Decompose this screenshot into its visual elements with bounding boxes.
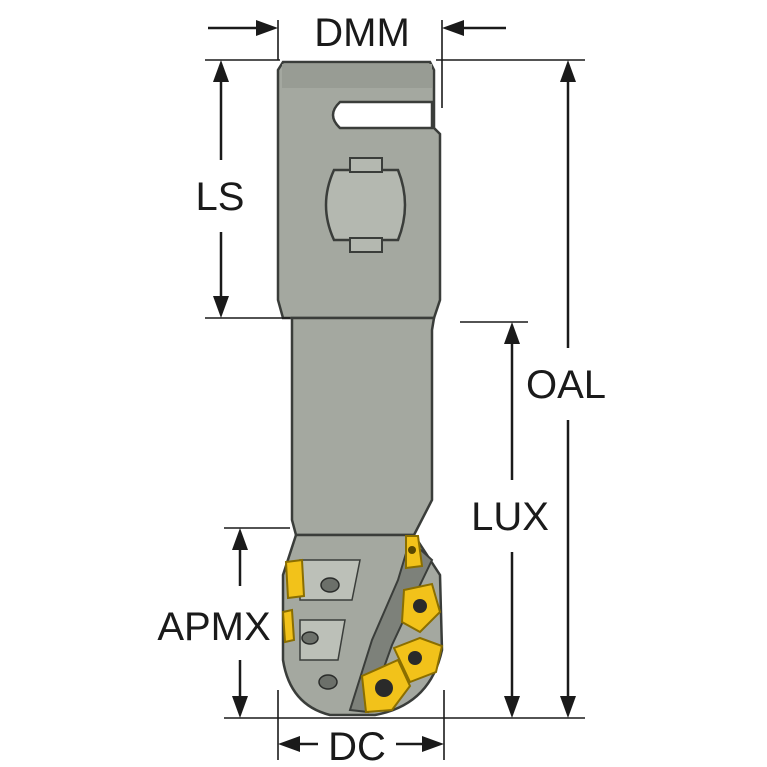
shank-top-flat (282, 64, 432, 88)
weldon-flat-top (349, 157, 383, 173)
ls-label: LS (196, 175, 245, 219)
weldon-flat-bottom (349, 237, 383, 253)
dmm-label: DMM (314, 11, 410, 55)
dc-label: DC (328, 725, 386, 767)
dimension-lines (205, 20, 585, 760)
oal-label: OAL (526, 363, 606, 407)
milling-cutter-icon (276, 60, 444, 717)
cutting-insert-icon (281, 535, 444, 714)
apmx-label: APMX (157, 605, 270, 649)
clamping-groove (331, 100, 434, 130)
lux-label: LUX (471, 495, 549, 539)
flute-face-lower (299, 619, 346, 661)
insert-screw-icon (301, 577, 340, 690)
weldon-flat (324, 168, 407, 242)
neck (290, 316, 436, 537)
insert-left-top (284, 558, 306, 600)
insert-left-lower (281, 608, 296, 644)
